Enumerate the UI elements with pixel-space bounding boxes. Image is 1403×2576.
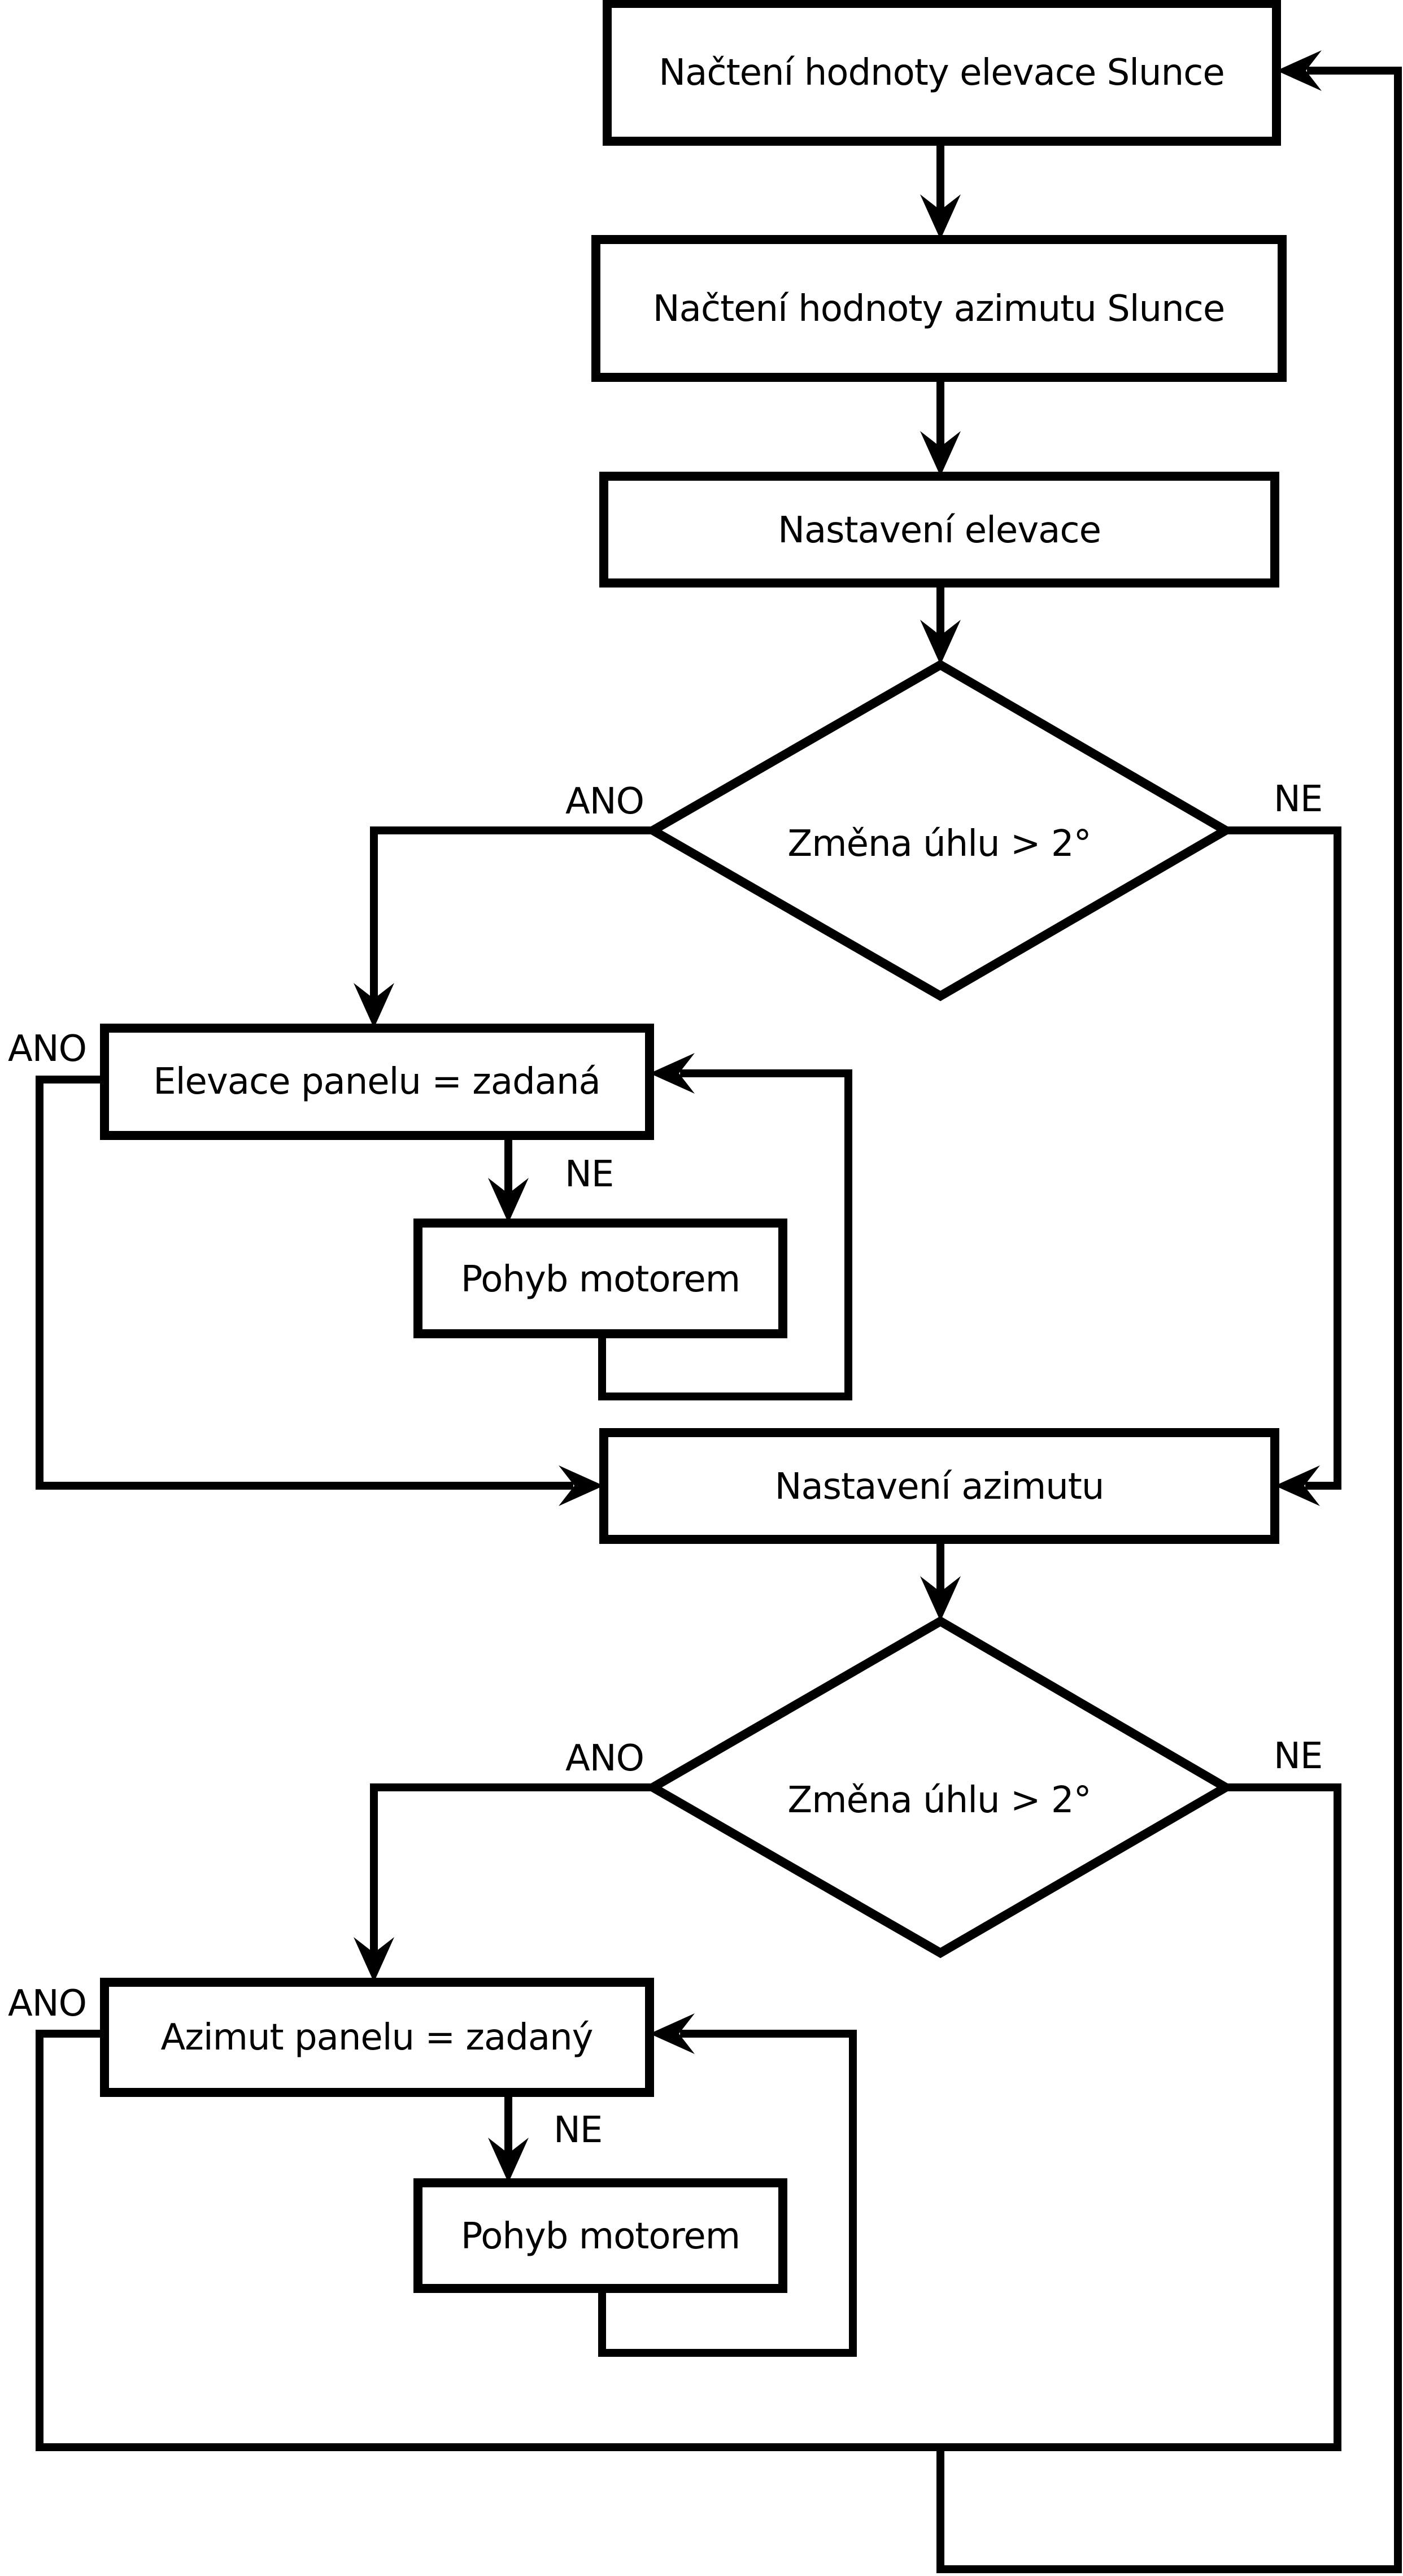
node-azimuth-equal: Azimut panelu = zadaný	[100, 1978, 654, 2097]
arrowhead-into-decision-elevation	[920, 620, 961, 665]
arrowheads	[354, 50, 1322, 2183]
node-motor-elevation-box	[413, 1219, 787, 1338]
arrowhead-into-elevation-equal-right	[650, 1053, 695, 1094]
edge-decision-elevation-yes	[370, 826, 653, 1000]
node-motor-elevation: Pohyb motorem	[413, 1219, 787, 1338]
edge-motor-elevation-loop	[598, 1069, 852, 1400]
node-azimuth-equal-box	[100, 1978, 654, 2097]
node-elevation-equal-label: Elevace panelu = zadaná	[153, 1061, 600, 1103]
label-elevation-equal-yes: ANO	[8, 1028, 86, 1070]
node-load-elevation-box	[603, 0, 1281, 146]
node-set-elevation-box	[599, 472, 1279, 588]
edge-azimuth-equal-yes	[36, 2030, 940, 2451]
label-azimuth-equal-yes: ANO	[8, 1983, 86, 2025]
arrowhead-into-motor-elevation	[488, 1178, 529, 1223]
edge-decision-azimuth-yes	[370, 1783, 653, 1954]
node-load-azimuth: Načtení hodnoty azimutu Slunce	[591, 235, 1287, 382]
decision-elevation-label: Změna úhlu > 2°	[787, 823, 1091, 865]
decision-elevation-angle: Změna úhlu > 2°	[643, 659, 1235, 1002]
node-load-azimuth-label: Načtení hodnoty azimutu Slunce	[653, 288, 1225, 330]
node-motor-azimuth-box	[413, 2178, 787, 2293]
decision-elevation-shape	[643, 659, 1235, 1002]
edge-decision-azimuth-no	[940, 1783, 1341, 2451]
node-motor-azimuth-label: Pohyb motorem	[461, 2216, 740, 2257]
branch-labels: ANO NE ANO NE ANO NE ANO NE	[8, 778, 1323, 2151]
node-load-azimuth-box	[591, 235, 1287, 382]
label-decision-azimuth-no: NE	[1274, 1735, 1322, 1777]
edge-return-to-start	[936, 67, 1402, 2573]
node-set-elevation: Nastavení elevace	[599, 472, 1279, 588]
node-load-elevation-label: Načtení hodnoty elevace Slunce	[659, 52, 1224, 94]
edge-decision-elevation-no	[1226, 826, 1341, 1490]
edges	[36, 67, 1402, 2573]
arrowhead-into-load-elevation-right	[1276, 50, 1322, 91]
label-decision-elevation-no: NE	[1274, 778, 1322, 820]
node-motor-elevation-label: Pohyb motorem	[461, 1259, 740, 1300]
arrowhead-into-azimuth-equal-top	[354, 1937, 394, 1982]
node-elevation-equal: Elevace panelu = zadaná	[100, 1024, 654, 1140]
decision-azimuth-shape	[643, 1616, 1235, 1959]
node-set-azimuth-label: Nastavení azimutu	[775, 1466, 1104, 1508]
decision-azimuth-angle: Změna úhlu > 2°	[643, 1616, 1235, 1959]
arrowhead-into-elevation-equal-top	[354, 983, 394, 1028]
arrowhead-into-azimuth-equal-right	[650, 2013, 695, 2054]
label-elevation-equal-no: NE	[565, 1154, 613, 1195]
edge-motor-azimuth-loop	[598, 2030, 857, 2357]
decision-azimuth-label: Změna úhlu > 2°	[787, 1779, 1091, 1821]
node-set-elevation-label: Nastavení elevace	[778, 510, 1101, 551]
node-load-elevation: Načtení hodnoty elevace Slunce	[603, 0, 1281, 146]
arrowhead-into-set-azimuth-right	[1275, 1465, 1320, 1506]
label-decision-elevation-yes: ANO	[565, 781, 644, 823]
label-decision-azimuth-yes: ANO	[565, 1738, 644, 1779]
arrowhead-into-motor-azimuth	[488, 2138, 529, 2183]
arrowhead-into-decision-azimuth	[920, 1576, 961, 1621]
node-elevation-equal-box	[100, 1024, 654, 1140]
edge-elevation-equal-yes	[36, 1076, 573, 1490]
node-set-azimuth-box	[599, 1428, 1279, 1544]
arrowhead-into-load-azimuth	[920, 194, 961, 240]
node-azimuth-equal-label: Azimut panelu = zadaný	[160, 2017, 592, 2059]
node-set-azimuth: Nastavení azimutu	[599, 1428, 1279, 1544]
arrowhead-into-set-elevation	[920, 431, 961, 476]
node-motor-azimuth: Pohyb motorem	[413, 2178, 787, 2293]
label-azimuth-equal-no: NE	[554, 2109, 602, 2151]
arrowhead-into-set-azimuth-left	[559, 1465, 604, 1506]
